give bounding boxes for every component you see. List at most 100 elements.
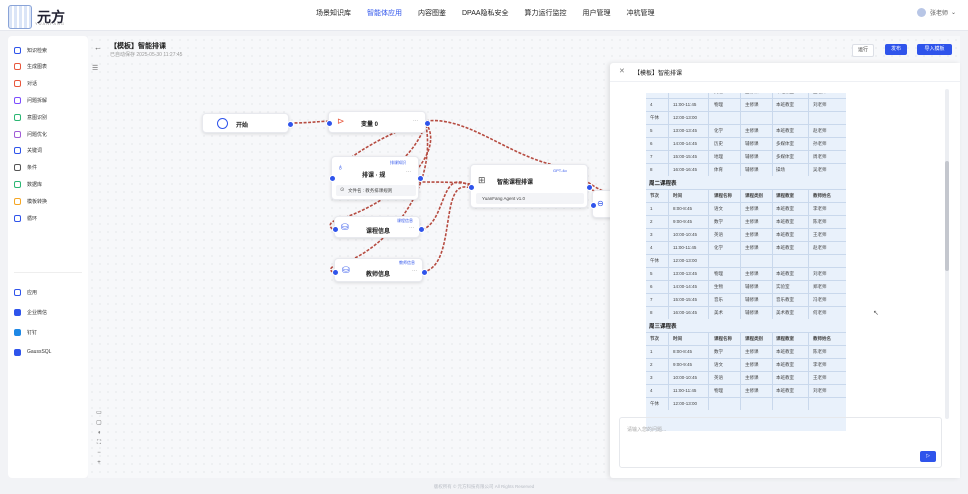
teacher-input-port[interactable] <box>332 269 339 276</box>
node-more-icon[interactable]: ··· <box>409 225 414 231</box>
sidebar-item[interactable]: 条件 <box>14 162 37 174</box>
node-more-icon[interactable]: ··· <box>406 169 411 175</box>
zoom-control[interactable]: ▭ <box>96 410 102 416</box>
variable-input-port[interactable] <box>326 120 333 127</box>
table-cell-divider <box>772 332 773 410</box>
sql-icon <box>14 348 21 356</box>
table-cell: 主修课 <box>745 349 759 354</box>
nav-item[interactable]: 用户管理 <box>582 10 611 17</box>
zoom-control[interactable]: − <box>97 450 101 456</box>
scrollbar-thumb[interactable] <box>945 161 949 271</box>
publish-button[interactable]: 发布 <box>885 44 907 55</box>
table-cell: 14:00-14:45 <box>673 284 698 289</box>
agent-output-port[interactable] <box>586 184 593 191</box>
table-cell: 11:00-11:45 <box>673 245 697 250</box>
teacher-info-node[interactable]: ⛁ 教师信息 教师信息 ··· <box>332 258 428 282</box>
variable-node-title: 变量 0 <box>361 122 379 128</box>
sidebar-item[interactable]: 生成图表 <box>14 61 47 73</box>
back-arrow-icon[interactable]: ← <box>94 43 102 52</box>
sidebar-item[interactable]: 对话 <box>14 78 37 90</box>
app-icon <box>14 288 21 296</box>
zoom-control[interactable]: ▢ <box>96 420 102 426</box>
user-menu[interactable]: 张老师 ⌄ <box>916 8 956 17</box>
table-cell: 3 <box>650 375 653 380</box>
nav-item[interactable]: DPAA隐私安全 <box>462 10 509 17</box>
variable-node[interactable]: ⊳ 变量 0 ··· <box>326 111 431 133</box>
sidebar-item[interactable]: 数据库 <box>14 178 42 190</box>
table-cell: 午休 <box>650 258 659 263</box>
table-cell: 主修课 <box>745 362 759 367</box>
rule-output-port[interactable] <box>417 175 424 182</box>
table-cell-divider <box>808 93 809 176</box>
smart-scheduling-agent-node[interactable]: ⊞ 智能课程排课 GPT-4o YuanFang Agent v1.0 <box>468 164 593 208</box>
table-cell: 英语 <box>714 375 723 380</box>
zoom-control[interactable]: ⛶ <box>96 440 102 446</box>
outline-list-icon[interactable]: ☰ <box>92 65 99 72</box>
table-cell: 孙老师 <box>813 141 827 146</box>
import-template-button[interactable]: 导入模板 <box>917 44 952 55</box>
agent-input-port[interactable] <box>468 184 475 191</box>
nav-item[interactable]: 场景知识库 <box>316 10 351 17</box>
node-more-icon[interactable]: ··· <box>412 268 417 274</box>
nav-item[interactable]: 算力运行监控 <box>524 10 567 17</box>
nav-item[interactable]: 内容图鉴 <box>418 10 446 17</box>
database-icon: ⛁ <box>342 265 350 275</box>
table-cell: 16:00-16:45 <box>673 310 698 315</box>
table-cell: 本班教室 <box>776 388 794 393</box>
sidebar-item-label: 意图识别 <box>27 114 48 121</box>
table-cell: 11:00-11:45 <box>673 102 697 107</box>
chat-input[interactable]: 请输入您的问题... ▷ <box>619 417 942 468</box>
end-input-port[interactable] <box>590 202 597 209</box>
close-icon[interactable]: ✕ <box>619 68 625 75</box>
table-cell: 陈老师 <box>813 219 827 224</box>
table-cell: 音乐 <box>714 297 723 302</box>
table-header-cell: 课程名称 <box>714 336 732 341</box>
sidebar-item[interactable]: 问题优化 <box>14 128 47 140</box>
knowledge-rule-node[interactable]: ♁ 排课 · 规 排课知识 ⊙ 文件名 : 教务排课规则 ··· <box>329 156 424 200</box>
table-cell: 7 <box>650 154 653 159</box>
table-cell: 本班教室 <box>776 206 794 211</box>
variable-output-port[interactable] <box>424 120 431 127</box>
run-button[interactable]: 运行 <box>852 44 874 57</box>
start-node[interactable]: 开始 <box>202 113 294 133</box>
course-output-port[interactable] <box>418 226 425 233</box>
sidebar-item[interactable]: 应用 <box>14 286 37 298</box>
agent-node-title: 智能课程排课 <box>497 180 534 186</box>
table-cell: 英语 <box>714 93 723 95</box>
course-node-tag: 课程信息 <box>397 218 413 223</box>
nav-item[interactable]: 智能体应用 <box>367 10 402 17</box>
zoom-control[interactable]: + <box>97 460 101 466</box>
sidebar-item[interactable]: 意图识别 <box>14 111 47 123</box>
database-icon <box>14 180 21 188</box>
table-cell: 语文 <box>714 206 723 211</box>
nav-item[interactable]: 冲杭管理 <box>626 10 655 17</box>
sidebar-item[interactable]: 循环 <box>14 212 37 224</box>
table-cell: 9:00-9:45 <box>673 219 693 224</box>
sidebar-item[interactable]: 知识检索 <box>14 44 47 56</box>
table-cell: 物理 <box>714 271 723 276</box>
teacher-output-port[interactable] <box>421 269 428 276</box>
zoom-control[interactable]: ◖ <box>97 430 101 436</box>
sidebar-item[interactable]: 问题拆解 <box>14 94 47 106</box>
sidebar-item[interactable]: 企业微信 <box>14 306 47 318</box>
send-button[interactable]: ▷ <box>920 451 936 462</box>
sidebar-item[interactable]: GaussSQL <box>14 346 51 358</box>
table-cell: 本班教室 <box>776 375 794 380</box>
sidebar-item[interactable]: 模板转换 <box>14 195 47 207</box>
course-info-node[interactable]: ⛁ 课程信息 课程信息 ··· <box>332 216 425 238</box>
sidebar-item[interactable]: 钉钉 <box>14 326 37 338</box>
sidebar-item[interactable]: 关键词 <box>14 145 42 157</box>
table-cell: 辅修课 <box>745 310 759 315</box>
node-palette-sidebar: 知识检索生成图表对话问题拆解意图识别问题优化关键词条件数据库模板转换循环应用企业… <box>8 36 88 478</box>
course-input-port[interactable] <box>332 226 339 233</box>
rule-input-port[interactable] <box>329 175 336 182</box>
app-logo[interactable]: 元方 YUANFANG <box>8 5 65 29</box>
start-output-port[interactable] <box>287 121 294 128</box>
panel-scrollbar[interactable] <box>945 89 949 419</box>
node-more-icon[interactable]: ··· <box>413 118 418 124</box>
table-cell: 多媒体室 <box>776 141 794 146</box>
table-section-title: 周三课程表 <box>649 324 677 330</box>
